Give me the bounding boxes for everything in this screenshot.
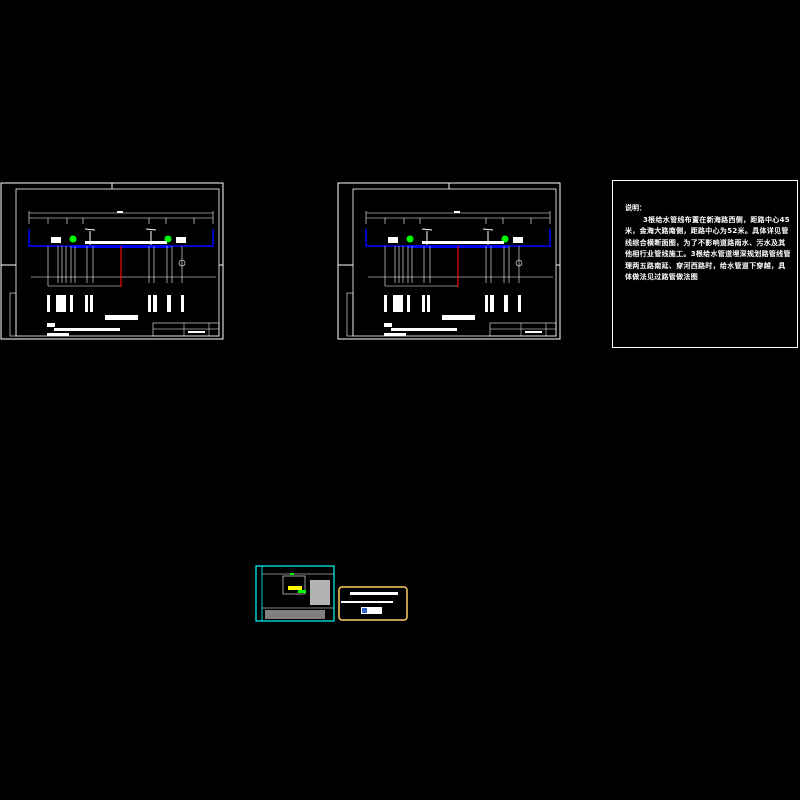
notes-body: 3根给水管线布置在新海路西侧，距路中心45米，金海大路南侧，距路中心为52米。具… [625,215,791,282]
notes-title: 说明： [625,204,646,212]
drawing-sheet-1[interactable] [0,182,224,340]
design-notes-panel: 说明： 3根给水管线布置在新海路西侧，距路中心45米，金海大路南侧，距路中心为5… [612,180,798,348]
title-block-card[interactable] [338,586,408,621]
drawing-sheet-3[interactable] [255,565,335,622]
drawing-sheet-2[interactable] [337,182,561,340]
